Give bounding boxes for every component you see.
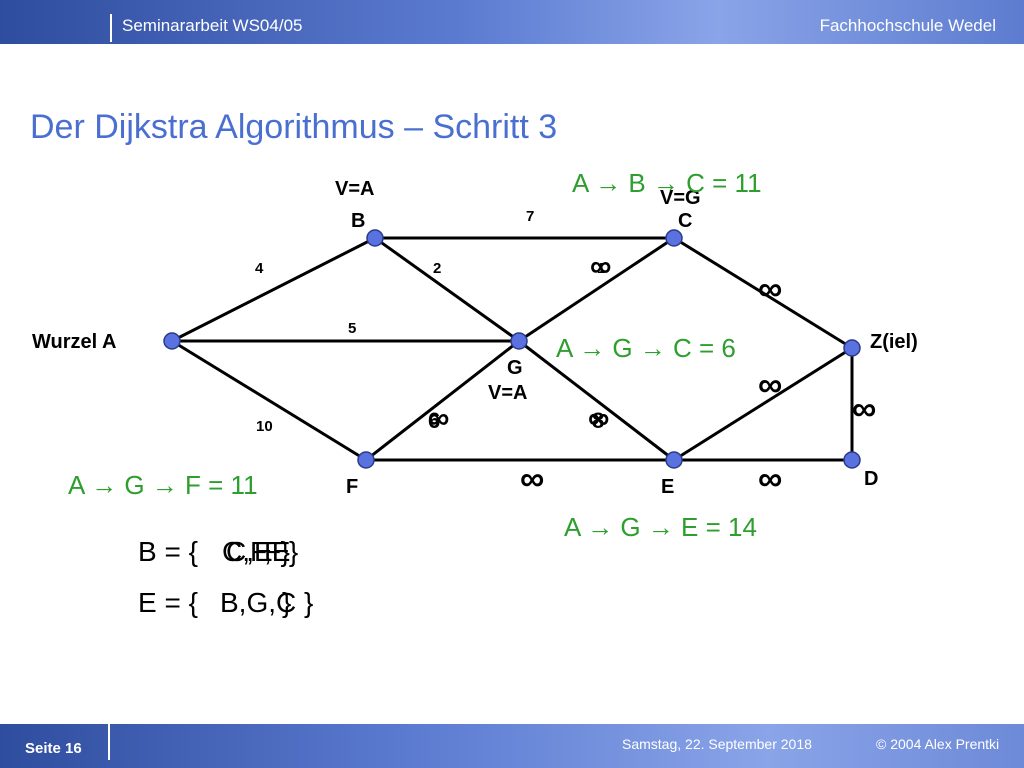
infinity-e-z: ∞ xyxy=(758,366,783,404)
weight-a-b: 4 xyxy=(255,260,264,277)
node-f xyxy=(357,451,375,469)
node-c xyxy=(665,229,683,247)
infinity-z-d: ∞ xyxy=(852,390,877,428)
infinity-c-g: ∞ xyxy=(590,250,612,283)
set-b-overlay-2: C,E } xyxy=(226,536,290,567)
node-d-label: D xyxy=(864,468,879,490)
slide-title: Der Dijkstra Algorithmus – Schritt 3 xyxy=(30,108,558,146)
weight-c-g: 1 xyxy=(597,260,606,277)
weight-a-f: 10 xyxy=(256,418,273,435)
set-b-prefix: B = { xyxy=(138,536,198,567)
set-e-overlay-2: } xyxy=(282,587,292,618)
weight-g-f: 6 xyxy=(428,408,441,433)
node-b-label: B xyxy=(351,210,366,232)
node-g-pred: V=A xyxy=(488,382,528,404)
set-b-overlay-3: F } xyxy=(264,536,299,567)
set-e-prefix: E = { xyxy=(138,587,198,618)
footer-date: Samstag, 22. September 2018 xyxy=(622,736,812,752)
edge-e-z xyxy=(673,346,853,462)
edge-c-g xyxy=(518,236,675,343)
path-a-g-c: A → G → C = 6 xyxy=(556,333,736,363)
node-b-pred: V=A xyxy=(335,178,375,200)
edge-a-f xyxy=(171,339,367,462)
header-bar: Seminararbeit WS04/05 Fachhochschule Wed… xyxy=(0,0,1024,44)
header-school: Fachhochschule Wedel xyxy=(819,16,996,35)
path-a-g-e: A → G → E = 14 xyxy=(564,512,757,542)
weight-b-g: 2 xyxy=(433,260,442,277)
edge-c-z xyxy=(673,236,853,350)
page-number: Seite 16 xyxy=(25,740,82,757)
infinity-g-e: ∞ xyxy=(588,402,610,435)
header-divider xyxy=(110,14,112,42)
footer-bar: Seite 16 Samstag, 22. September 2018 © 2… xyxy=(0,724,1024,768)
path-a-g-f: A → G → F = 11 xyxy=(68,470,258,500)
node-b xyxy=(366,229,384,247)
node-d xyxy=(843,451,861,469)
node-c-label: C xyxy=(678,210,693,232)
infinity-e-d: ∞ xyxy=(758,460,783,498)
weight-b-c: 7 xyxy=(526,208,535,225)
node-z xyxy=(843,339,861,357)
path-a-b-c: A → B → C = 11 xyxy=(572,168,762,198)
node-a xyxy=(163,332,181,350)
node-e xyxy=(665,451,683,469)
edge-b-g xyxy=(374,236,520,343)
set-e-overlay-1: B,G,C } xyxy=(220,587,314,618)
edge-g-e xyxy=(518,339,675,462)
node-g-label: G xyxy=(507,357,523,379)
node-f-label: F xyxy=(346,476,359,498)
node-a-label: Wurzel A xyxy=(32,331,117,353)
edge-g-f xyxy=(365,339,520,462)
node-g xyxy=(510,332,528,350)
node-z-label: Z(iel) xyxy=(870,331,918,353)
edge-a-b xyxy=(171,236,376,343)
weight-a-g: 5 xyxy=(348,320,357,337)
header-seminar: Seminararbeit WS04/05 xyxy=(122,16,303,35)
set-b-overlay-1: C,F,E xyxy=(222,536,291,567)
footer-divider xyxy=(108,724,110,760)
weight-g-e: 8 xyxy=(592,408,605,433)
infinity-c-z: ∞ xyxy=(758,270,783,308)
infinity-f-e: ∞ xyxy=(520,460,545,498)
node-e-label: E xyxy=(661,476,675,498)
infinity-g-f: ∞ xyxy=(428,402,450,435)
footer-copyright: © 2004 Alex Prentki xyxy=(876,736,1000,752)
node-c-pred: V=G xyxy=(660,187,701,209)
